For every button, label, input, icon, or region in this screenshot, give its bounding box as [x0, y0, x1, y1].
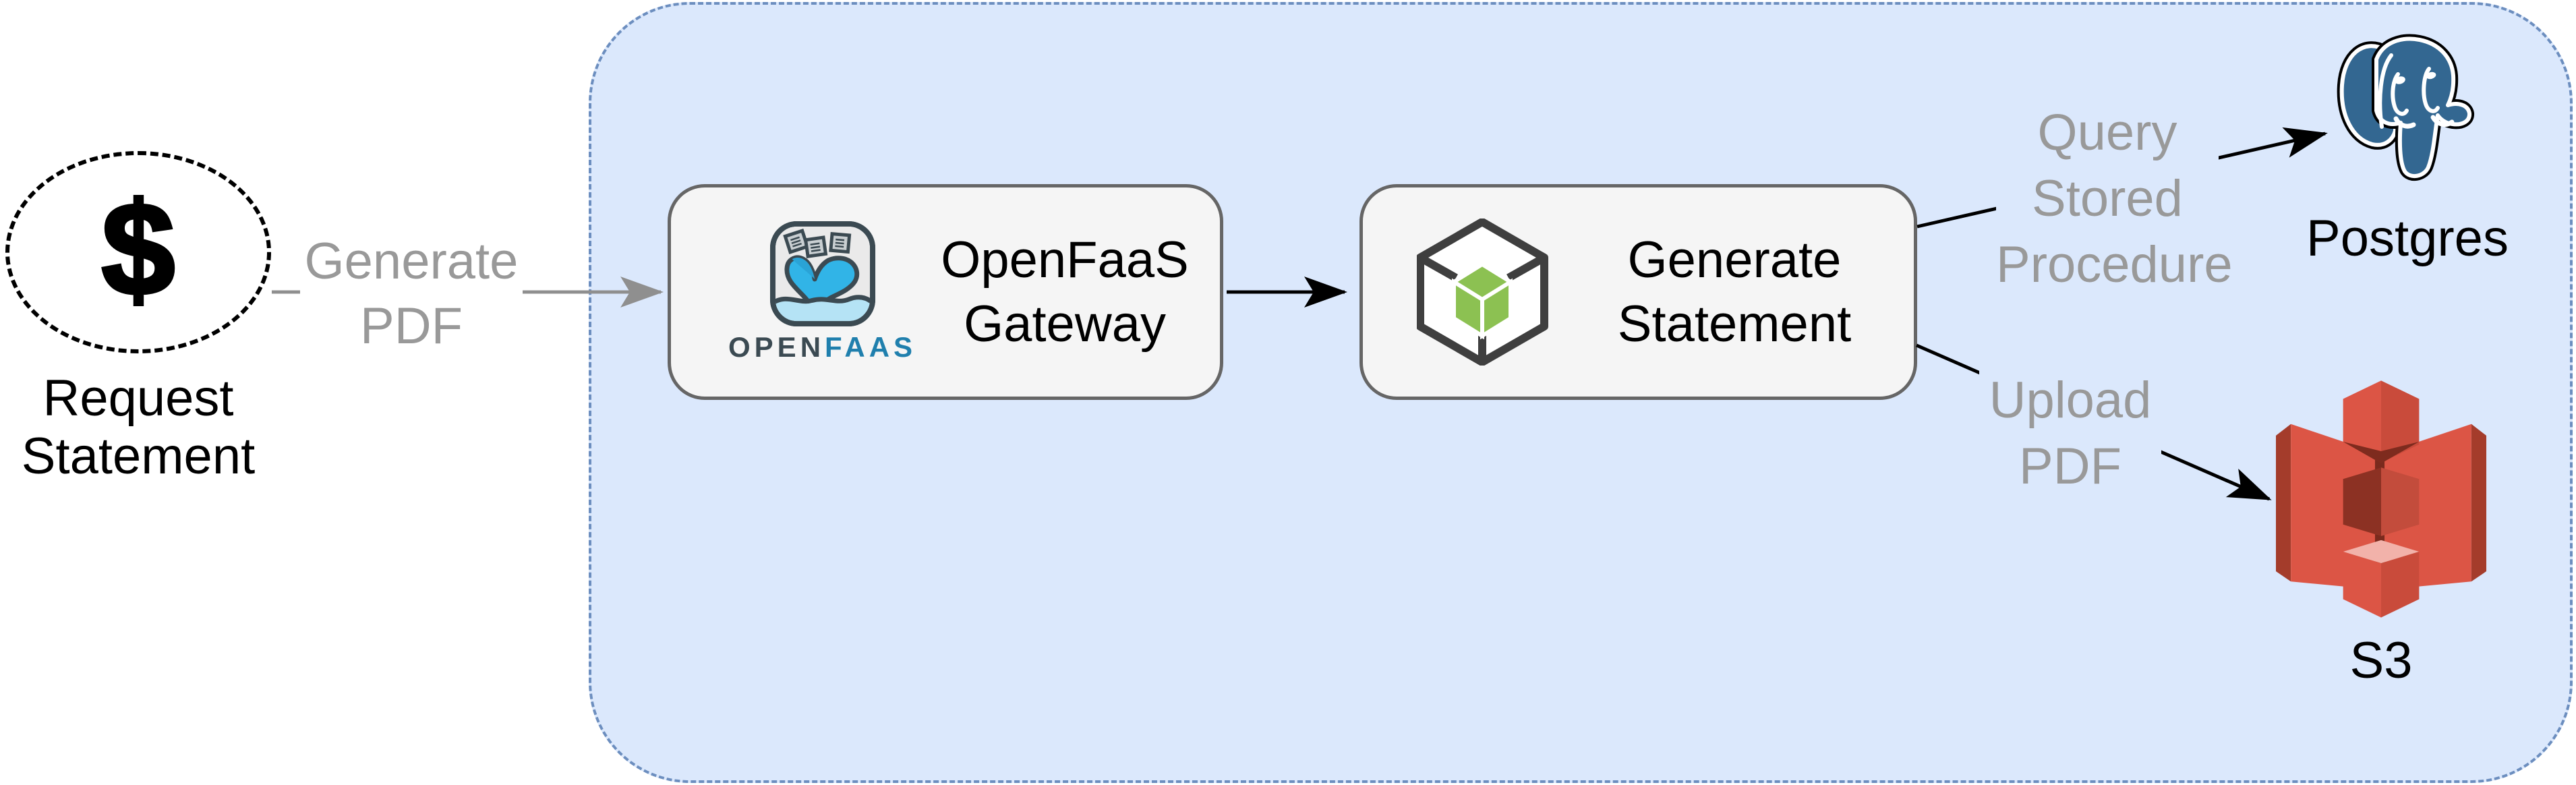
s3-label: S3 [2349, 632, 2413, 689]
openfaas-whale-icon [769, 221, 875, 327]
openfaas-gateway-label: OpenFaaS Gateway [941, 231, 1189, 353]
openfaas-gateway-node: OPENFAAS OpenFaaS Gateway [668, 184, 1223, 400]
request-statement-label: Request Statement [21, 370, 256, 485]
generate-statement-node: Generate Statement [1359, 184, 1917, 400]
function-papers-icon [782, 229, 851, 258]
function-cube-icon [1417, 219, 1548, 366]
upload-pdf-edge-label: Upload PDF [1979, 368, 2161, 500]
generate-pdf-edge-label: Generate PDF [300, 229, 523, 359]
openfaas-logo-icon: OPENFAAS [728, 221, 916, 364]
postgres-label: Postgres [2306, 210, 2509, 267]
green-cube-icon [1450, 262, 1515, 340]
s3-bucket-icon [2276, 380, 2486, 618]
dollar-icon: $ [100, 175, 177, 323]
postgres-elephant-icon [2337, 34, 2474, 181]
openfaas-wordmark: OPENFAAS [728, 331, 917, 363]
request-statement-node: $ [5, 151, 271, 353]
generate-statement-label: Generate Statement [1617, 231, 1852, 353]
query-stored-procedure-edge-label: Query Stored Procedure [1996, 100, 2233, 298]
water-wave-icon [775, 295, 870, 322]
